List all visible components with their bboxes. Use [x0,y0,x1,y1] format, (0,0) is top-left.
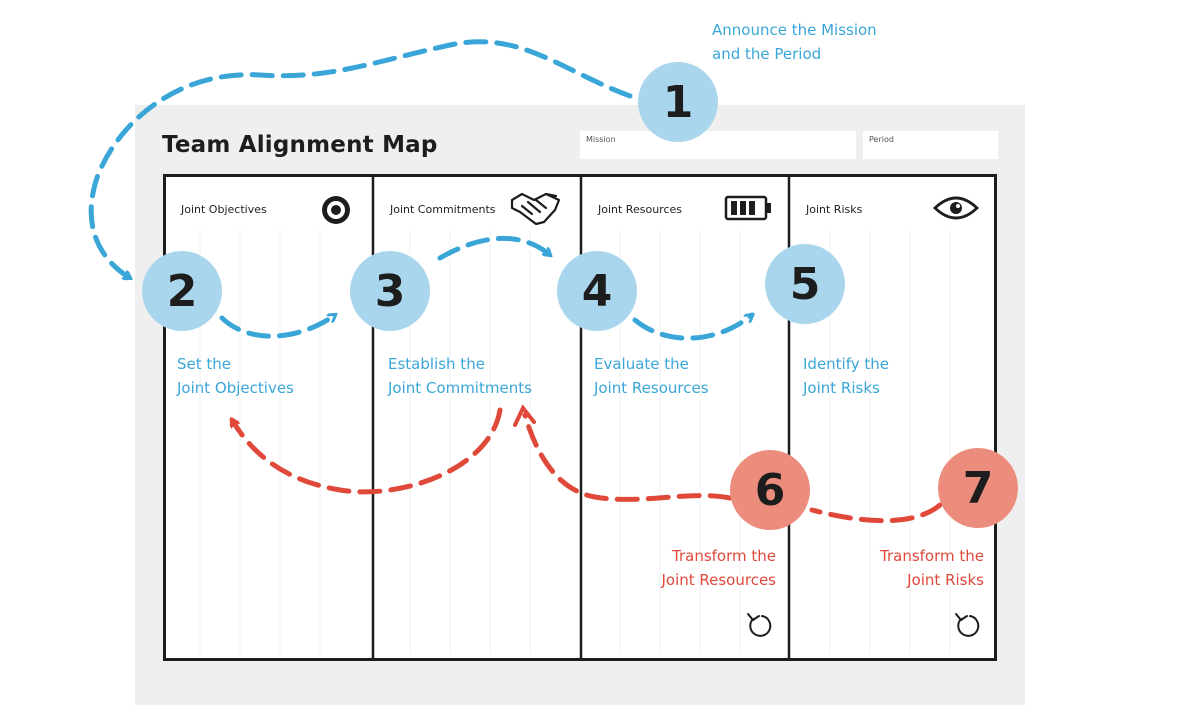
step-3-label: Establish the Joint Commitments [388,352,532,400]
step-3-line-2: Joint Commitments [388,379,532,397]
step-6-line-1: Transform the [672,547,776,565]
step-4-label: Evaluate the Joint Resources [594,352,709,400]
arrow-1-to-2 [88,39,633,281]
arrow-3-to-2-feedback [229,407,503,495]
announce-line-2: and the Period [712,45,822,63]
step-7-line-2: Joint Risks [907,571,984,589]
target-icon [322,196,350,224]
step-7-line-1: Transform the [880,547,984,565]
refresh-icon [747,613,772,637]
step-4-line-2: Joint Resources [594,379,709,397]
step-5-badge: 5 [765,244,845,324]
eye-icon [932,196,980,220]
period-field[interactable]: Period [863,131,998,159]
column-title-commitments: Joint Commitments [390,203,496,216]
column-title-resources: Joint Resources [598,203,682,216]
announce-label: Announce the Mission and the Period [712,18,877,66]
battery-icon [724,195,771,221]
step-4-badge: 4 [557,251,637,331]
column-guides [199,230,951,655]
step-7-badge: 7 [938,448,1018,528]
arrow-3-to-4 [437,236,550,261]
step-2-line-1: Set the [177,355,232,373]
step-2-badge: 2 [142,251,222,331]
arrow-head-to-3 [513,404,536,427]
step-6-label: Transform the Joint Resources [600,544,776,592]
step-5-line-2: Joint Risks [803,379,880,397]
step-3-badge: 3 [350,251,430,331]
step-7-label: Transform the Joint Risks [808,544,984,592]
mission-field[interactable]: Mission [580,131,856,159]
arrow-6-to-3 [522,412,733,502]
step-1-badge: 1 [638,62,718,142]
map-title: Team Alignment Map [162,132,438,158]
step-6-badge: 6 [730,450,810,530]
step-4-line-1: Evaluate the [594,355,689,373]
column-title-objectives: Joint Objectives [181,203,267,216]
handshake-icon [510,192,561,226]
arrow-4-to-5 [632,312,752,341]
period-field-label: Period [869,135,894,144]
announce-line-1: Announce the Mission [712,21,877,39]
arrow-2-to-3 [219,312,335,339]
mission-field-label: Mission [586,135,616,144]
step-5-line-1: Identify the [803,355,890,373]
arrow-7-to-6 [809,502,943,524]
step-2-line-2: Joint Objectives [177,379,294,397]
column-title-risks: Joint Risks [806,203,863,216]
step-5-label: Identify the Joint Risks [803,352,889,400]
step-6-line-2: Joint Resources [661,571,776,589]
step-2-label: Set the Joint Objectives [177,352,294,400]
step-3-line-1: Establish the [388,355,485,373]
refresh-icon [955,613,980,637]
